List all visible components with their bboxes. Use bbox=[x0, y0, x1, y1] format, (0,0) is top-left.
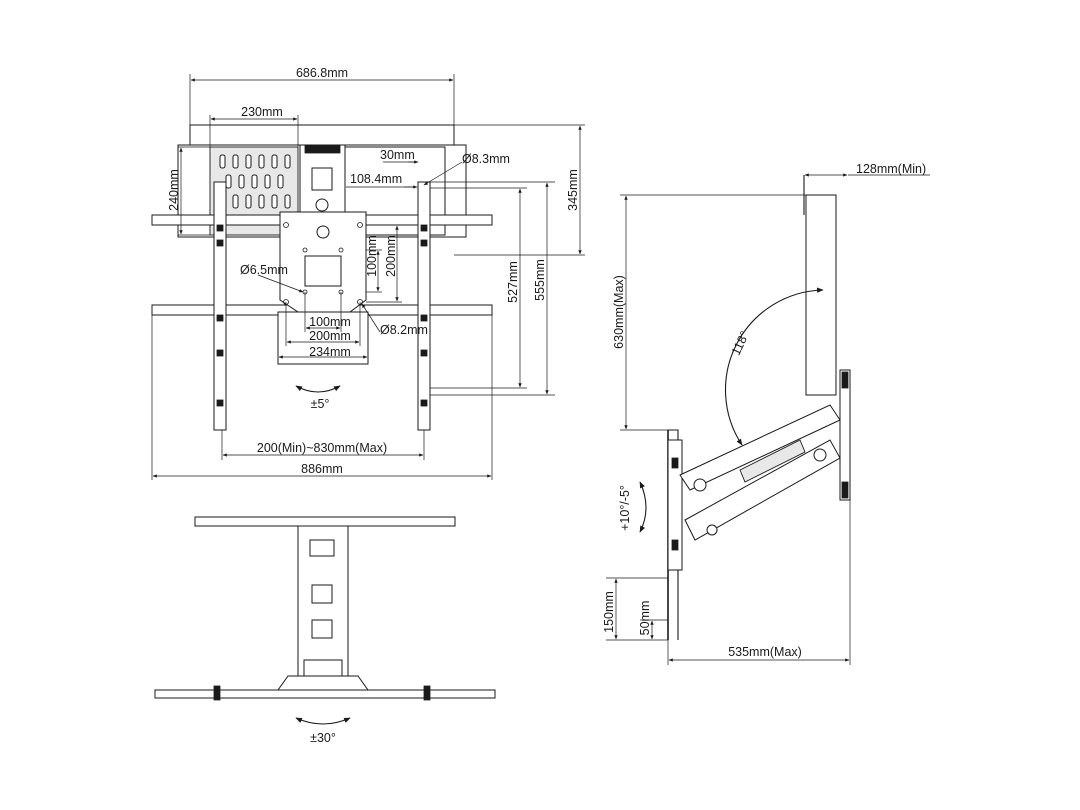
dim-vesa-h200: 200mm bbox=[309, 329, 351, 343]
side-wall-plate bbox=[667, 439, 683, 571]
label-hole-large: Ø8.2mm bbox=[380, 323, 428, 337]
dim-overall-width: 686.8mm bbox=[296, 66, 348, 80]
rotation-arrow bbox=[295, 385, 341, 393]
wall-plate-top-bar bbox=[189, 124, 455, 146]
label-hole-small: Ø6.5mm bbox=[240, 263, 288, 277]
dim-vesa-h100: 100mm bbox=[309, 315, 351, 329]
side-arm-lower bbox=[684, 439, 841, 541]
top-view-arm-rail bbox=[154, 689, 496, 699]
dim-height-555: 555mm bbox=[533, 259, 547, 301]
top-view-wall-bar bbox=[194, 516, 456, 527]
dim-depth-min: 128mm(Min) bbox=[856, 162, 926, 176]
dim-total-height: 345mm bbox=[566, 169, 580, 211]
label-hole-top: Ø8.3mm bbox=[462, 152, 510, 166]
dim-height-150: 150mm bbox=[602, 591, 616, 633]
dim-plate-width: 230mm bbox=[241, 105, 283, 119]
swivel-arrow bbox=[295, 717, 351, 725]
dim-arm-span: 200(Min)~830mm(Max) bbox=[257, 441, 387, 455]
dim-vesa-v100: 100mm bbox=[365, 235, 379, 277]
right-vertical-arm bbox=[417, 181, 431, 431]
dim-vesa-v200: 200mm bbox=[384, 235, 398, 277]
label-swivel: ±30° bbox=[310, 731, 336, 745]
dim-offset-30: 30mm bbox=[380, 148, 415, 162]
dim-offset-108: 108.4mm bbox=[350, 172, 402, 186]
dim-plate-height: 240mm bbox=[167, 169, 181, 211]
front-view: 686.8mm 230mm 240mm 30mm Ø8.3mm 108.4mm … bbox=[151, 66, 585, 480]
label-tilt: +10°/-5° bbox=[618, 485, 632, 531]
dim-width-234: 234mm bbox=[309, 345, 351, 359]
label-angle: 118° bbox=[729, 329, 752, 358]
side-tv-bracket bbox=[805, 194, 837, 396]
dim-height-50: 50mm bbox=[638, 601, 652, 636]
dim-height-max: 630mm(Max) bbox=[612, 275, 626, 349]
left-vertical-arm bbox=[213, 181, 227, 431]
dim-depth-max: 535mm(Max) bbox=[728, 645, 802, 659]
angle-arc bbox=[724, 287, 824, 446]
tilt-arrow bbox=[639, 481, 647, 533]
top-view: ±30° bbox=[154, 516, 496, 745]
vent-slots bbox=[219, 154, 291, 209]
label-rotation: ±5° bbox=[311, 397, 330, 411]
dim-arm-width: 886mm bbox=[301, 462, 343, 476]
dim-height-527: 527mm bbox=[506, 261, 520, 303]
side-view: 128mm(Min) 630mm(Max) 118° +10°/-5° 150m… bbox=[602, 162, 930, 665]
